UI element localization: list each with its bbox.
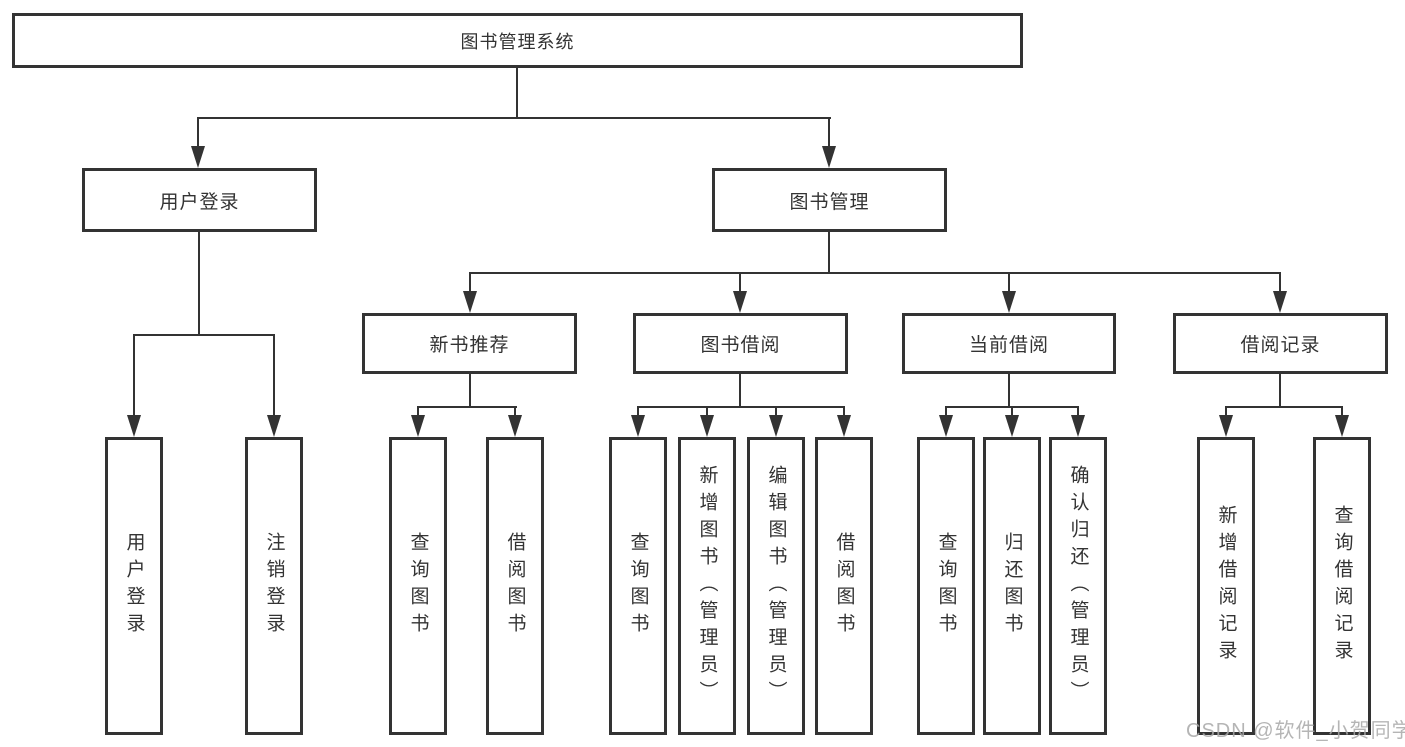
connector-leaf-stub xyxy=(1077,406,1079,417)
connector-book-borrow-stem xyxy=(739,374,741,407)
arrow-down-icon xyxy=(1219,415,1233,437)
leaf-query-borrow-record-label: 查询借阅记录 xyxy=(1331,505,1353,667)
leaf-query-books-current: 查询图书 xyxy=(917,437,975,735)
connector-borrow-records-stem xyxy=(1279,374,1281,407)
leaf-borrow-books-recommend: 借阅图书 xyxy=(486,437,544,735)
connector-leaf-stub xyxy=(1011,406,1013,417)
node-user-login: 用户登录 xyxy=(82,168,317,232)
node-book-borrowing: 图书借阅 xyxy=(633,313,848,374)
connector-to-book-borrow xyxy=(739,272,741,292)
connector-user-login-branch xyxy=(133,334,275,336)
node-book-borrowing-label: 图书借阅 xyxy=(700,335,781,356)
connector-root-stem xyxy=(516,68,518,118)
leaf-borrow-books-label: 借阅图书 xyxy=(833,532,855,640)
arrow-down-icon xyxy=(733,291,747,313)
leaf-user-login-label: 用户登录 xyxy=(123,532,145,640)
arrow-down-icon xyxy=(191,146,205,168)
leaf-query-borrow-record: 查询借阅记录 xyxy=(1313,437,1371,735)
connector-book-borrow-branch xyxy=(637,406,845,408)
connector-current-borrow-stem xyxy=(1008,374,1010,407)
arrow-down-icon xyxy=(700,415,714,437)
node-current-borrowing-label: 当前借阅 xyxy=(968,335,1049,356)
node-root-library-system: 图书管理系统 xyxy=(12,13,1023,68)
leaf-query-books-label: 查询图书 xyxy=(407,532,429,640)
arrow-down-icon xyxy=(127,415,141,437)
leaf-edit-books-admin-label: 编辑图书（管理员） xyxy=(765,464,787,708)
connector-book-mgmt-stem xyxy=(828,232,830,274)
arrow-down-icon xyxy=(837,415,851,437)
node-user-login-label: 用户登录 xyxy=(159,191,240,213)
connector-leaf-stub xyxy=(945,406,947,417)
leaf-query-books-recommend: 查询图书 xyxy=(389,437,447,735)
leaf-query-books-borrowing: 查询图书 xyxy=(609,437,667,735)
arrow-down-icon xyxy=(1005,415,1019,437)
connector-root-branch xyxy=(197,117,831,119)
connector-leaf-stub xyxy=(775,406,777,417)
arrow-down-icon xyxy=(631,415,645,437)
connector-borrow-records-branch xyxy=(1225,406,1343,408)
connector-book-mgmt-branch xyxy=(469,272,1281,274)
arrow-down-icon xyxy=(508,415,522,437)
connector-to-book-mgmt xyxy=(828,117,830,147)
leaf-query-books-label: 查询图书 xyxy=(627,532,649,640)
connector-leaf-stub xyxy=(1225,406,1227,417)
leaf-return-books: 归还图书 xyxy=(983,437,1041,735)
leaf-add-borrow-record: 新增借阅记录 xyxy=(1197,437,1255,735)
leaf-confirm-return-admin-label: 确认归还（管理员） xyxy=(1067,464,1089,708)
connector-leaf-stub xyxy=(1341,406,1343,417)
leaf-return-books-label: 归还图书 xyxy=(1001,532,1023,640)
arrow-down-icon xyxy=(1273,291,1287,313)
arrow-down-icon xyxy=(267,415,281,437)
connector-new-book-stem xyxy=(469,374,471,407)
csdn-watermark: CSDN @软件_小贺同学 xyxy=(1186,720,1405,742)
arrow-down-icon xyxy=(1335,415,1349,437)
node-borrowing-records: 借阅记录 xyxy=(1173,313,1388,374)
node-book-management: 图书管理 xyxy=(712,168,947,232)
connector-to-new-book xyxy=(469,272,471,292)
connector-new-book-branch xyxy=(417,406,517,408)
leaf-add-books-admin-label: 新增图书（管理员） xyxy=(696,464,718,708)
leaf-query-books-label: 查询图书 xyxy=(935,532,957,640)
connector-leaf-stub xyxy=(637,406,639,417)
node-book-management-label: 图书管理 xyxy=(789,191,870,213)
connector-to-leaf-user-login xyxy=(133,334,135,416)
leaf-edit-books-admin: 编辑图书（管理员） xyxy=(747,437,805,735)
leaf-logout-label: 注销登录 xyxy=(263,532,285,640)
node-current-borrowing: 当前借阅 xyxy=(902,313,1116,374)
arrow-down-icon xyxy=(1002,291,1016,313)
arrow-down-icon xyxy=(939,415,953,437)
arrow-down-icon xyxy=(1071,415,1085,437)
leaf-confirm-return-admin: 确认归还（管理员） xyxy=(1049,437,1107,735)
node-new-book-recommend: 新书推荐 xyxy=(362,313,577,374)
leaf-user-login: 用户登录 xyxy=(105,437,163,735)
node-new-book-recommend-label: 新书推荐 xyxy=(429,335,510,356)
leaf-borrow-books-label: 借阅图书 xyxy=(504,532,526,640)
connector-user-login-stem xyxy=(198,232,200,336)
arrow-down-icon xyxy=(822,146,836,168)
connector-to-borrow-records xyxy=(1279,272,1281,292)
connector-leaf-stub xyxy=(706,406,708,417)
connector-to-current-borrow xyxy=(1008,272,1010,292)
connector-leaf-stub xyxy=(843,406,845,417)
arrow-down-icon xyxy=(463,291,477,313)
arrow-down-icon xyxy=(769,415,783,437)
leaf-borrow-books-borrowing: 借阅图书 xyxy=(815,437,873,735)
leaf-logout: 注销登录 xyxy=(245,437,303,735)
connector-leaf-stub xyxy=(417,406,419,417)
arrow-down-icon xyxy=(411,415,425,437)
leaf-add-books-admin: 新增图书（管理员） xyxy=(678,437,736,735)
leaf-add-borrow-record-label: 新增借阅记录 xyxy=(1215,505,1237,667)
connector-leaf-stub xyxy=(514,406,516,417)
node-borrowing-records-label: 借阅记录 xyxy=(1240,335,1321,356)
connector-to-user-login xyxy=(197,117,199,147)
connector-to-leaf-logout xyxy=(273,334,275,416)
node-root-label: 图书管理系统 xyxy=(460,31,575,52)
